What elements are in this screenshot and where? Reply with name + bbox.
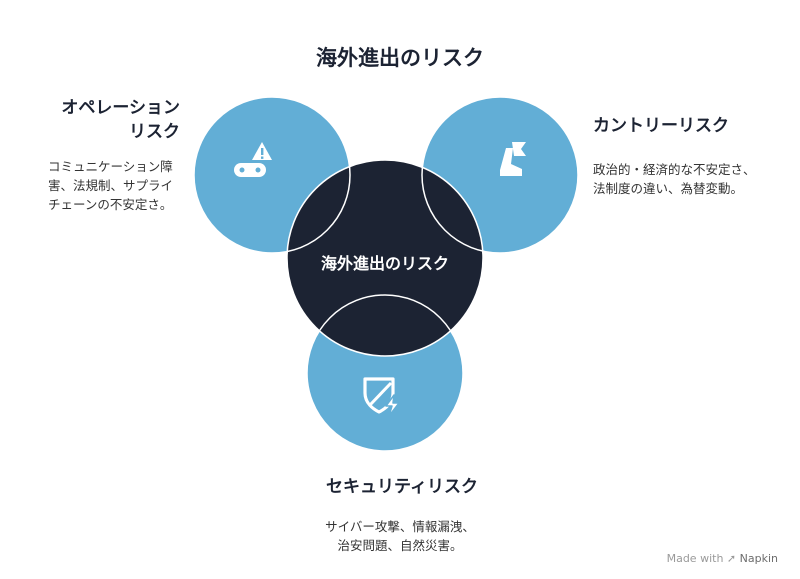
- security-risk-description: サイバー攻撃、情報漏洩、 治安問題、自然災害。: [0, 517, 800, 555]
- operation-risk-label: オペレーション リスク: [40, 96, 180, 144]
- country-risk-description: 政治的・経済的な不安定さ、 法制度の違い、為替変動。: [593, 160, 756, 198]
- napkin-logo-icon: ➚: [726, 552, 737, 565]
- watermark-brand: Napkin: [739, 552, 778, 565]
- link-warning-icon: [234, 142, 272, 177]
- operation-risk-desc-line3: チェーンの不安定さ。: [48, 197, 173, 212]
- operation-risk-desc-line1: コミュニケーション障: [48, 159, 173, 174]
- country-risk-desc-line2: 法制度の違い、為替変動。: [593, 181, 744, 196]
- country-risk-label: カントリーリスク: [593, 116, 729, 136]
- shield-bolt-icon: [363, 377, 400, 417]
- country-risk-outline: [421, 96, 579, 254]
- page-title: 海外進出のリスク: [316, 46, 484, 70]
- boot-flag-icon: [500, 142, 526, 176]
- country-risk-desc-line1: 政治的・経済的な不安定さ、: [593, 162, 756, 177]
- security-risk-outline: [306, 294, 464, 452]
- operation-risk-desc-line2: 害、法規制、サプライ: [48, 178, 174, 193]
- operation-risk-description: コミュニケーション障 害、法規制、サプライ チェーンの不安定さ。: [48, 157, 173, 214]
- security-risk-desc-line2: 治安問題、自然災害。: [337, 538, 463, 553]
- security-risk-label: セキュリティリスク: [326, 477, 478, 497]
- center-label: 海外進出のリスク: [320, 254, 449, 273]
- operation-risk-outline: [193, 96, 351, 254]
- operation-risk-label-line1: オペレーション: [61, 98, 180, 118]
- watermark-prefix: Made with: [666, 552, 724, 565]
- watermark: Made with ➚ Napkin: [667, 552, 778, 565]
- operation-risk-label-line2: リスク: [129, 122, 180, 142]
- center-circle[interactable]: [287, 160, 483, 356]
- security-risk-desc-line1: サイバー攻撃、情報漏洩、: [325, 519, 475, 534]
- center-circle-outline: [286, 159, 484, 357]
